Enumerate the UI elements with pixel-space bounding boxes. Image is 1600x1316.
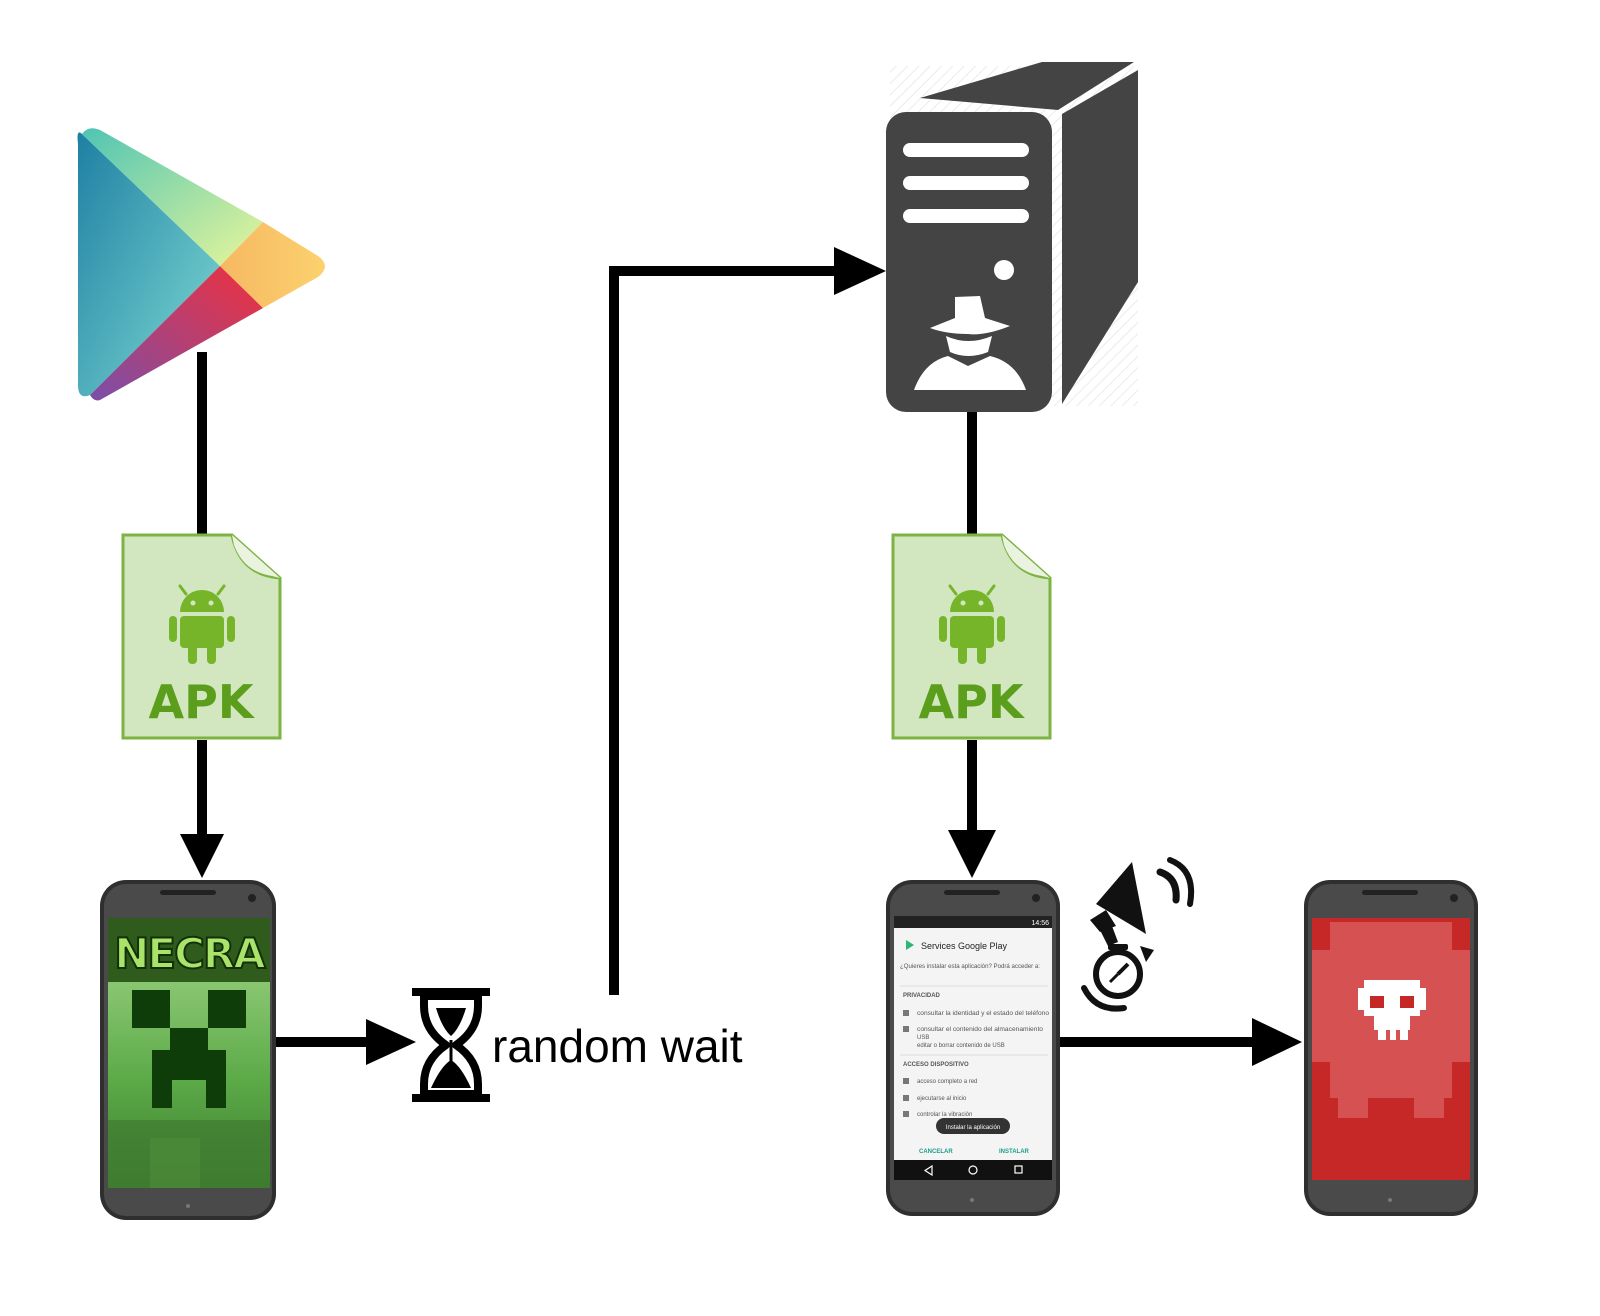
permission-5-text: controlar la vibración xyxy=(917,1112,972,1118)
arrowhead-right-infected xyxy=(1252,1018,1302,1066)
game-app-phone-icon: NECRA xyxy=(100,880,276,1220)
home-icon[interactable] xyxy=(968,1165,978,1175)
section-device-label: ACCESO DISPOSITIVO xyxy=(903,1062,969,1068)
permission-1-text: consultar la identidad y el estado del t… xyxy=(917,1011,1050,1017)
permission-2c-text: editar o borrar contenido de USB xyxy=(917,1043,1005,1049)
arrowhead-right-server xyxy=(834,247,886,295)
megaphone-icon xyxy=(1090,857,1194,946)
arrowhead-down-right xyxy=(948,830,996,878)
google-play-icon xyxy=(77,128,325,401)
install-button[interactable]: INSTALAR xyxy=(999,1149,1030,1155)
edge-wait-to-server xyxy=(609,266,838,995)
apk-file-right: APK xyxy=(891,533,1052,740)
install-dialog-phone-icon: 14:56 Services Google Play ¿Quieres inst… xyxy=(886,880,1060,1216)
install-question-text: ¿Quieres instalar esta aplicación? Podrá… xyxy=(900,963,1040,970)
arrowhead-right-wait xyxy=(366,1019,416,1065)
apk-label-left: APK xyxy=(149,675,256,729)
cancel-button[interactable]: CANCELAR xyxy=(919,1149,953,1155)
permission-2b-text: USB xyxy=(917,1035,929,1041)
random-wait-label: random wait xyxy=(492,1020,743,1072)
android-icon xyxy=(939,584,1005,664)
play-mini-icon xyxy=(906,940,914,950)
timer-restart-icon xyxy=(1081,944,1154,1012)
permission-4-text: ejecutarse al inicio xyxy=(917,1096,967,1102)
creeper-face xyxy=(108,990,270,1188)
app-name-text: Services Google Play xyxy=(921,941,1008,951)
malicious-server-icon xyxy=(886,62,1138,412)
apk-file-left: APK xyxy=(121,533,282,740)
game-title-text: NECRA xyxy=(114,929,266,978)
android-icon xyxy=(169,584,235,664)
hourglass-icon xyxy=(412,988,490,1102)
back-icon[interactable] xyxy=(923,1164,933,1177)
apk-label-right: APK xyxy=(919,675,1026,729)
status-time: 14:56 xyxy=(1031,920,1049,927)
skull-phone-icon xyxy=(1304,880,1478,1216)
permission-2a-text: consultar el contenido del almacenamient… xyxy=(917,1027,1044,1033)
spy-icon xyxy=(914,296,1026,390)
toast-install-text: Instalar la aplicación xyxy=(946,1125,1000,1131)
connectors xyxy=(180,247,1302,1066)
arrowhead-down-left xyxy=(180,834,224,878)
recents-icon[interactable] xyxy=(1014,1165,1023,1174)
permission-3-text: acceso completo a red xyxy=(917,1079,977,1085)
section-privacy-label: PRIVACIDAD xyxy=(903,993,941,999)
